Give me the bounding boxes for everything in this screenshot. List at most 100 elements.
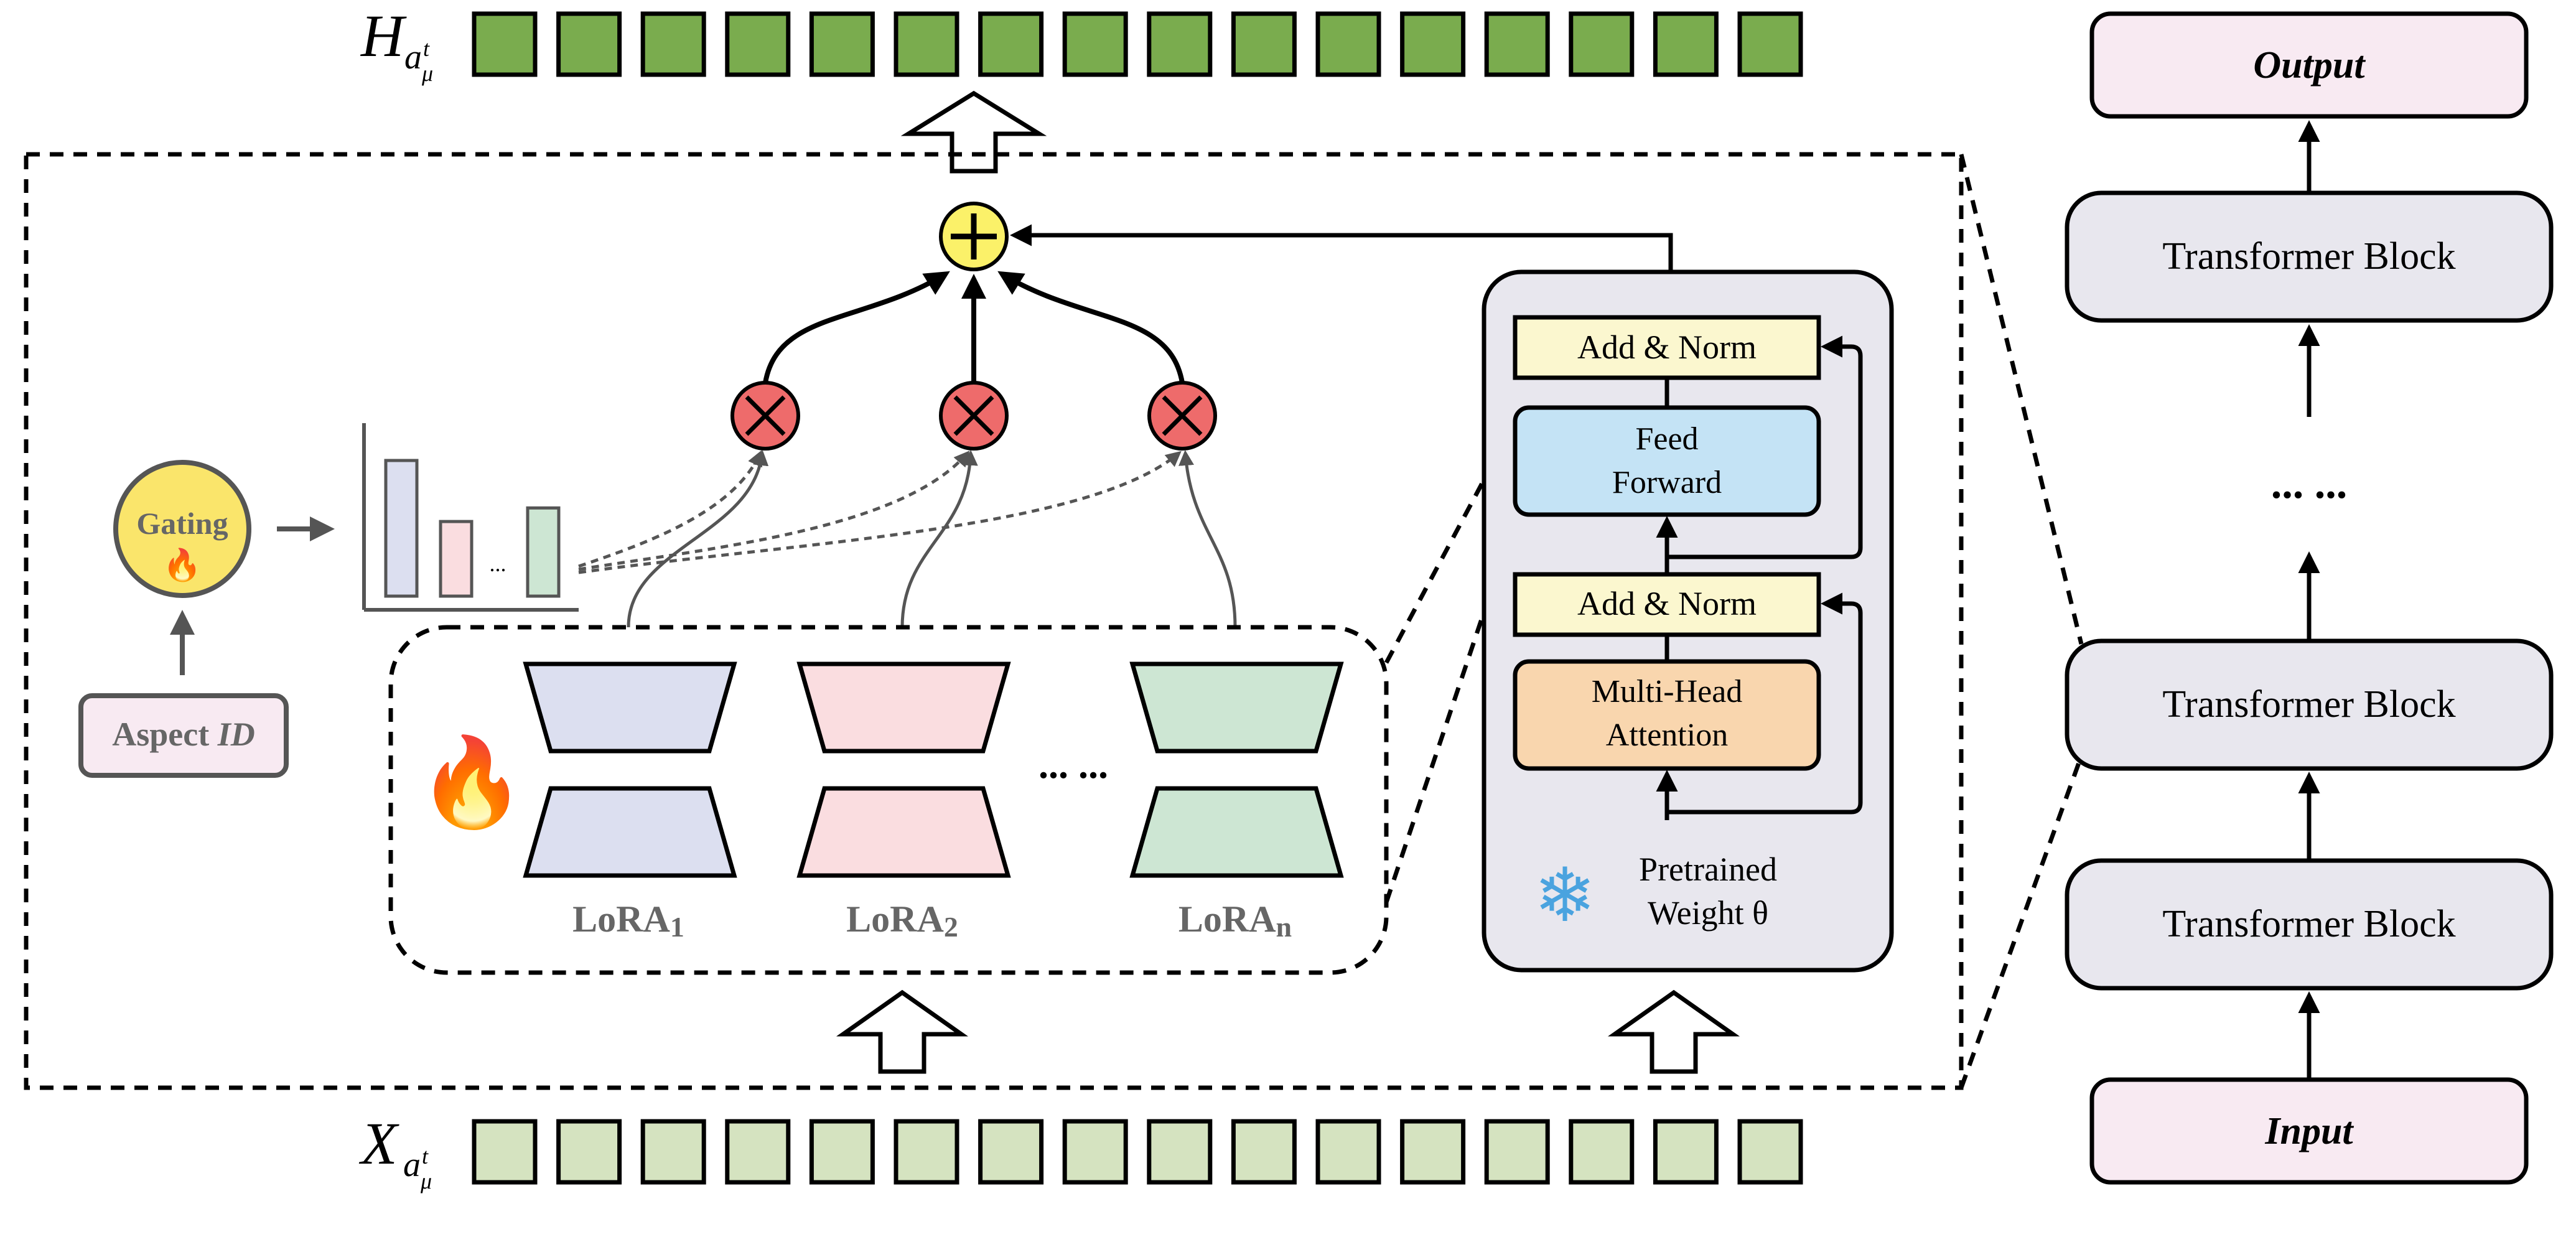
aspect-id-label: Aspect ID	[112, 716, 254, 753]
input-token	[1315, 1119, 1381, 1185]
input-token	[640, 1119, 706, 1185]
lora1-down-proj	[523, 661, 737, 754]
input-symbol: X	[358, 1110, 399, 1177]
input-token	[978, 1119, 1044, 1185]
gate-weight-bar	[439, 520, 474, 598]
output-symbol-sub-sup: t	[423, 36, 430, 61]
stack-block-mid	[2065, 638, 2554, 771]
stack-ellipsis: ... ...	[2271, 460, 2348, 508]
ff-line2: Forward	[1612, 465, 1722, 500]
output-token	[809, 11, 875, 77]
lora2-label: LoRA2	[846, 899, 958, 943]
lora2-down-proj	[796, 661, 1011, 754]
gate-weight-2	[578, 451, 970, 571]
lora1-label: LoRA1	[572, 899, 684, 943]
output-hollow-arrow	[900, 90, 1047, 174]
output-token	[556, 11, 622, 77]
lora-ellipsis: ... ...	[1038, 742, 1108, 787]
gating-fire-icon: 🔥	[163, 547, 202, 582]
expert3-to-sum	[997, 271, 1185, 383]
output-token	[640, 11, 706, 77]
stack-input-label: Input	[2264, 1110, 2354, 1152]
output-token	[1653, 11, 1719, 77]
input-token	[1062, 1119, 1128, 1185]
lora2-up-proj	[796, 786, 1011, 878]
input-symbol-sub-sup: t	[422, 1144, 429, 1169]
zoom-line-top	[1959, 154, 2084, 645]
output-token	[1147, 11, 1213, 77]
output-token	[1062, 11, 1128, 77]
loran-up-proj	[1129, 786, 1344, 878]
output-symbol-sub: a	[404, 38, 422, 77]
output-token	[978, 11, 1044, 77]
output-token	[894, 11, 959, 77]
add-norm-top-label: Add & Norm	[1577, 329, 1757, 366]
gate-bar-chart: ...	[362, 423, 579, 612]
zoom-line-bottom	[1959, 755, 2084, 1089]
stack-output-label: Output	[2253, 44, 2366, 86]
lora1-up-proj	[523, 786, 737, 878]
input-token	[1569, 1119, 1635, 1185]
stack-block-mid-label: Transformer Block	[2162, 683, 2455, 726]
residual-top	[1667, 335, 1863, 559]
add-norm-bottom-label: Add & Norm	[1577, 585, 1757, 622]
stack-block-bottom	[2065, 858, 2554, 991]
aspect-id-box	[78, 693, 289, 778]
stack-block-bottom-label: Transformer Block	[2162, 903, 2455, 945]
snowflake-icon: ❄	[1534, 854, 1597, 937]
output-symbol: H	[360, 2, 407, 69]
stack-block-top	[2065, 190, 2554, 323]
lora-input-hollow-arrow	[836, 989, 969, 1074]
loran-down-proj	[1129, 661, 1344, 754]
output-token	[1231, 11, 1297, 77]
output-token	[1737, 11, 1803, 77]
output-token-row: H a t μ	[360, 2, 1803, 86]
input-token	[1484, 1119, 1550, 1185]
stack-block-top-label: Transformer Block	[2162, 235, 2455, 278]
ff-line1: Feed	[1635, 421, 1698, 457]
layer-dashed-frame	[24, 152, 1964, 1090]
multiply-node-3	[1147, 381, 1217, 451]
lora1-to-mult	[627, 450, 769, 628]
gate-weight-bar	[526, 506, 561, 598]
input-symbol-sub-sub: μ	[420, 1169, 432, 1194]
input-token	[809, 1119, 875, 1185]
input-symbol-sub: a	[403, 1146, 421, 1184]
mha-line2: Attention	[1606, 717, 1728, 753]
residual-bottom	[1667, 592, 1863, 815]
pretrained-line2: Weight θ	[1648, 894, 1768, 932]
output-token	[725, 11, 791, 77]
output-token	[1400, 11, 1466, 77]
input-token	[894, 1119, 959, 1185]
input-token	[1737, 1119, 1803, 1185]
expert1-to-sum	[763, 271, 950, 383]
transformer-input-hollow-arrow	[1607, 989, 1740, 1074]
output-token	[1315, 11, 1381, 77]
input-token	[1400, 1119, 1466, 1185]
gating-label: Gating	[136, 506, 228, 541]
input-token-row: X a t μ	[358, 1110, 1803, 1194]
stack-output-box	[2089, 11, 2529, 119]
pretrained-line1: Pretrained	[1639, 851, 1777, 888]
input-token	[472, 1119, 538, 1185]
gating-node	[113, 460, 251, 598]
multiply-node-1	[730, 381, 800, 451]
multiply-node-2	[939, 381, 1009, 451]
input-token	[725, 1119, 791, 1185]
loran-label: LoRAn	[1178, 899, 1292, 943]
stack-input-box	[2089, 1077, 2529, 1185]
gate-weight-3	[578, 451, 1182, 574]
input-token	[1147, 1119, 1213, 1185]
lora-experts-container	[388, 625, 1389, 975]
input-token	[1653, 1119, 1719, 1185]
gate-weight-bar	[384, 459, 419, 598]
loran-to-mult	[1178, 450, 1237, 628]
chart-ellipsis: ...	[490, 551, 506, 576]
mha-line1: Multi-Head	[1592, 674, 1743, 709]
lora-fire-icon: 🔥	[418, 733, 526, 831]
output-token	[472, 11, 538, 77]
output-token	[1569, 11, 1635, 77]
input-token	[1231, 1119, 1297, 1185]
input-token	[556, 1119, 622, 1185]
